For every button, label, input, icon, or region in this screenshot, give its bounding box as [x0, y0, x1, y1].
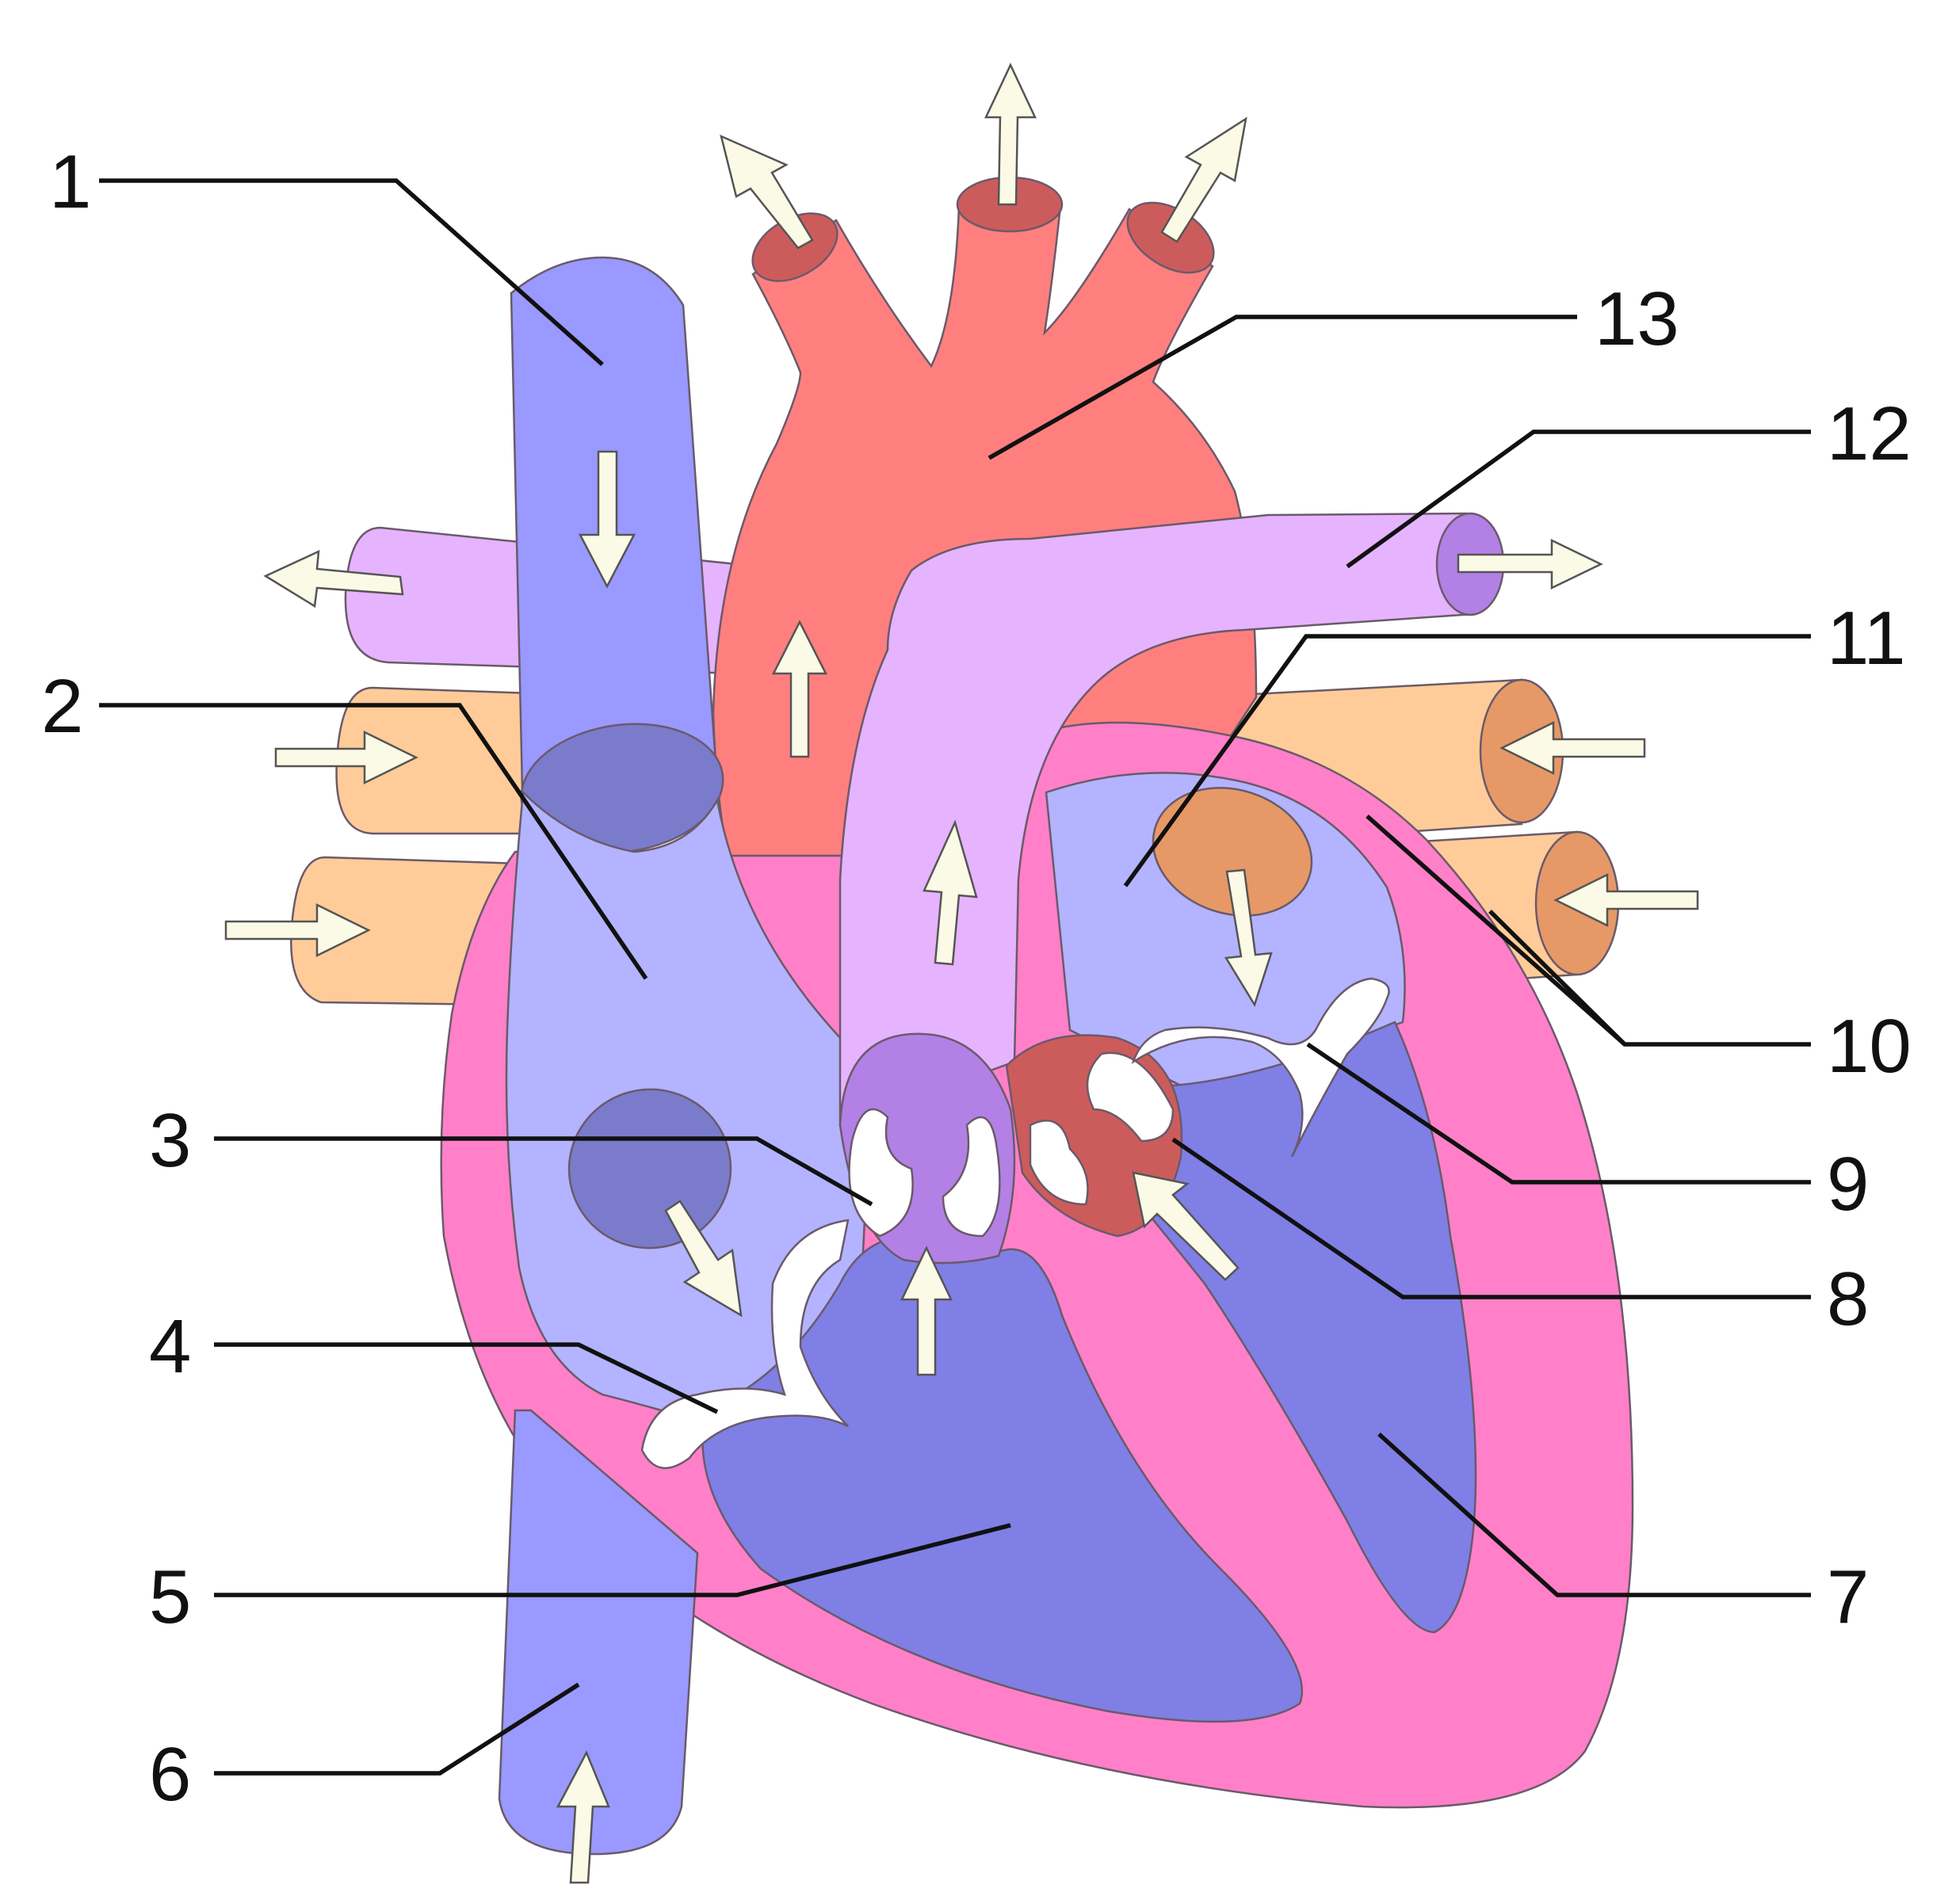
aortic-valve-cusp-upper — [1086, 1051, 1175, 1143]
leader-lines — [99, 178, 1811, 1776]
leader-line-8 — [1171, 1137, 1811, 1299]
flow-arrow-left-ventricle — [1132, 1171, 1240, 1281]
label-4: 4 — [149, 1304, 191, 1389]
label-10: 10 — [1827, 1004, 1912, 1089]
leader-line-5 — [214, 1523, 1011, 1597]
flow-arrow-left-upper-vein — [1499, 720, 1646, 776]
flow-arrow-left-lower-vein — [1553, 872, 1699, 928]
flow-arrow-branch-right — [1160, 116, 1247, 243]
label-12: 12 — [1827, 391, 1912, 476]
label-6: 6 — [149, 1732, 191, 1817]
label-8: 8 — [1827, 1257, 1869, 1341]
pulmonary-artery-trunk — [838, 512, 1476, 1127]
leader-line-13 — [987, 315, 1577, 460]
label-2: 2 — [41, 664, 83, 749]
label-11: 11 — [1827, 596, 1906, 681]
leader-line-6 — [214, 1682, 580, 1776]
leader-line-10b — [1488, 910, 1626, 1046]
pulmonary-valve-cusp-right — [942, 1116, 1001, 1238]
flow-arrows — [224, 63, 1699, 1884]
leader-line-12 — [1346, 429, 1811, 569]
leader-line-7 — [1377, 1432, 1811, 1597]
label-13: 13 — [1595, 277, 1679, 361]
leader-line-1 — [99, 178, 604, 367]
label-5: 5 — [149, 1555, 191, 1639]
flow-arrow-svc-down — [578, 450, 636, 589]
leader-line-3 — [214, 1136, 873, 1207]
flow-arrow-aorta-up — [771, 620, 828, 758]
flow-arrow-right-upper-vein — [274, 730, 418, 785]
aortic-valve-cusp-lower — [1029, 1120, 1089, 1206]
mitral-valve — [1131, 977, 1390, 1158]
flow-arrow-branch-left — [720, 134, 814, 250]
flow-arrow-right-ventricle-up — [900, 1246, 953, 1376]
number-labels: 1 2 3 4 5 6 7 8 9 10 11 12 13 — [41, 139, 1912, 1817]
label-7: 7 — [1827, 1555, 1869, 1639]
flow-arrow-right-lower-vein — [224, 902, 371, 958]
inferior-vena-cava-opening — [567, 1088, 732, 1250]
left-atrium — [1045, 772, 1406, 1095]
label-3: 3 — [149, 1098, 191, 1183]
label-9: 9 — [1827, 1142, 1869, 1227]
flow-arrow-pulmonary-trunk-up — [923, 819, 978, 966]
pulmonary-vein-left-atrium-opening — [1152, 787, 1313, 917]
flow-arrow-left-pulmonary-artery — [1457, 539, 1603, 590]
pulmonary-valve-cusp-left — [848, 1108, 914, 1238]
leader-line-9 — [1306, 1042, 1811, 1185]
label-1: 1 — [49, 139, 91, 224]
flow-arrow-branch-middle — [984, 63, 1037, 206]
inferior-vena-cava — [498, 1409, 699, 1856]
flow-arrow-left-atrium-down — [1224, 868, 1273, 1007]
leader-line-2 — [99, 703, 648, 980]
flow-arrow-right-atrium — [664, 1200, 743, 1318]
tricuspid-valve — [640, 1219, 850, 1470]
flow-arrow-ivc-up — [556, 1750, 610, 1884]
leader-line-4 — [214, 1342, 719, 1414]
flow-arrow-right-pulmonary-artery — [263, 549, 404, 609]
leader-line-11 — [1123, 634, 1811, 887]
